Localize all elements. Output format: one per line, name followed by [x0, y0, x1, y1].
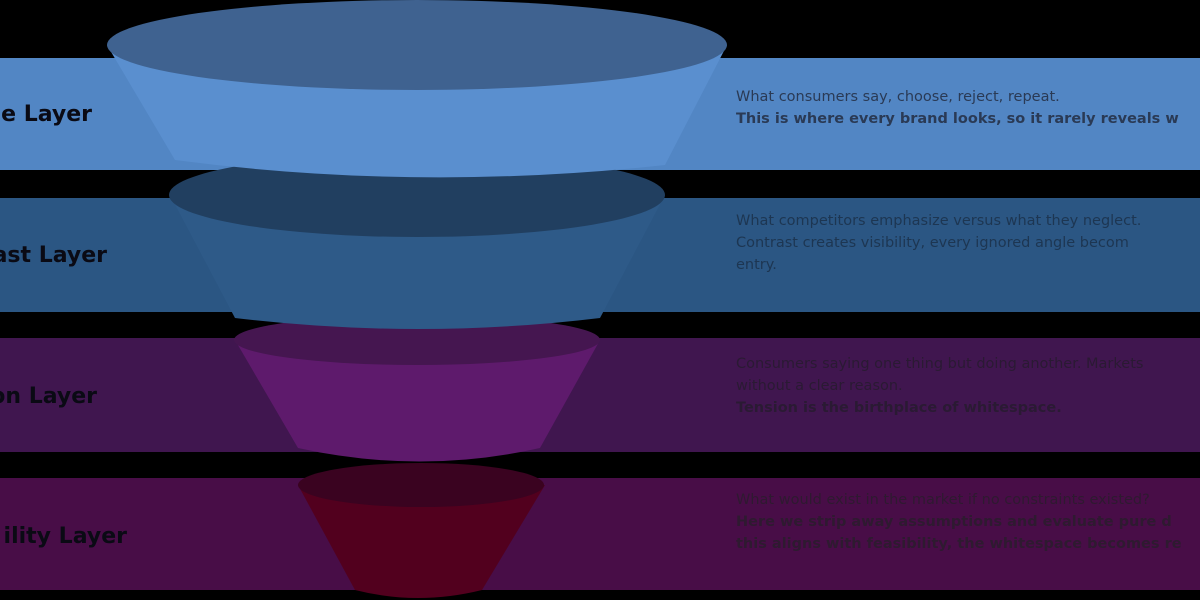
funnel-segment-4 — [298, 463, 545, 598]
layer-2-description: What competitors emphasize versus what t… — [736, 210, 1141, 276]
description-line: without a clear reason. — [736, 378, 903, 394]
description-line: Here we strip away assumptions and evalu… — [736, 514, 1172, 530]
layer-2-label: ast Layer — [0, 243, 107, 268]
band-layer-4: ility Layer — [0, 478, 1200, 590]
description-line: This is where every brand looks, so it r… — [736, 111, 1179, 127]
funnel-segment-2 — [169, 153, 665, 329]
funnel-segment-1 — [107, 0, 727, 178]
band-layer-3: on Layer — [0, 338, 1200, 452]
description-line: this aligns with feasibility, the whites… — [736, 536, 1182, 552]
layer-1-description: What consumers say, choose, reject, repe… — [736, 86, 1179, 130]
layer-3-label: on Layer — [0, 384, 97, 409]
funnel-segment-3 — [234, 315, 600, 462]
layer-4-description: What would exist in the market if no con… — [736, 489, 1182, 555]
description-line: Consumers saying one thing but doing ano… — [736, 356, 1144, 372]
description-line: entry. — [736, 257, 777, 273]
description-line: Contrast creates visibility, every ignor… — [736, 235, 1129, 251]
layer-1-label: e Layer — [1, 102, 92, 127]
description-line: Tension is the birthplace of whitespace. — [736, 400, 1062, 416]
layer-4-label: ility Layer — [3, 524, 127, 549]
description-line: What competitors emphasize versus what t… — [736, 213, 1142, 229]
description-line: What consumers say, choose, reject, repe… — [736, 89, 1060, 105]
description-line: What would exist in the market if no con… — [736, 492, 1150, 508]
layer-3-description: Consumers saying one thing but doing ano… — [736, 353, 1143, 419]
